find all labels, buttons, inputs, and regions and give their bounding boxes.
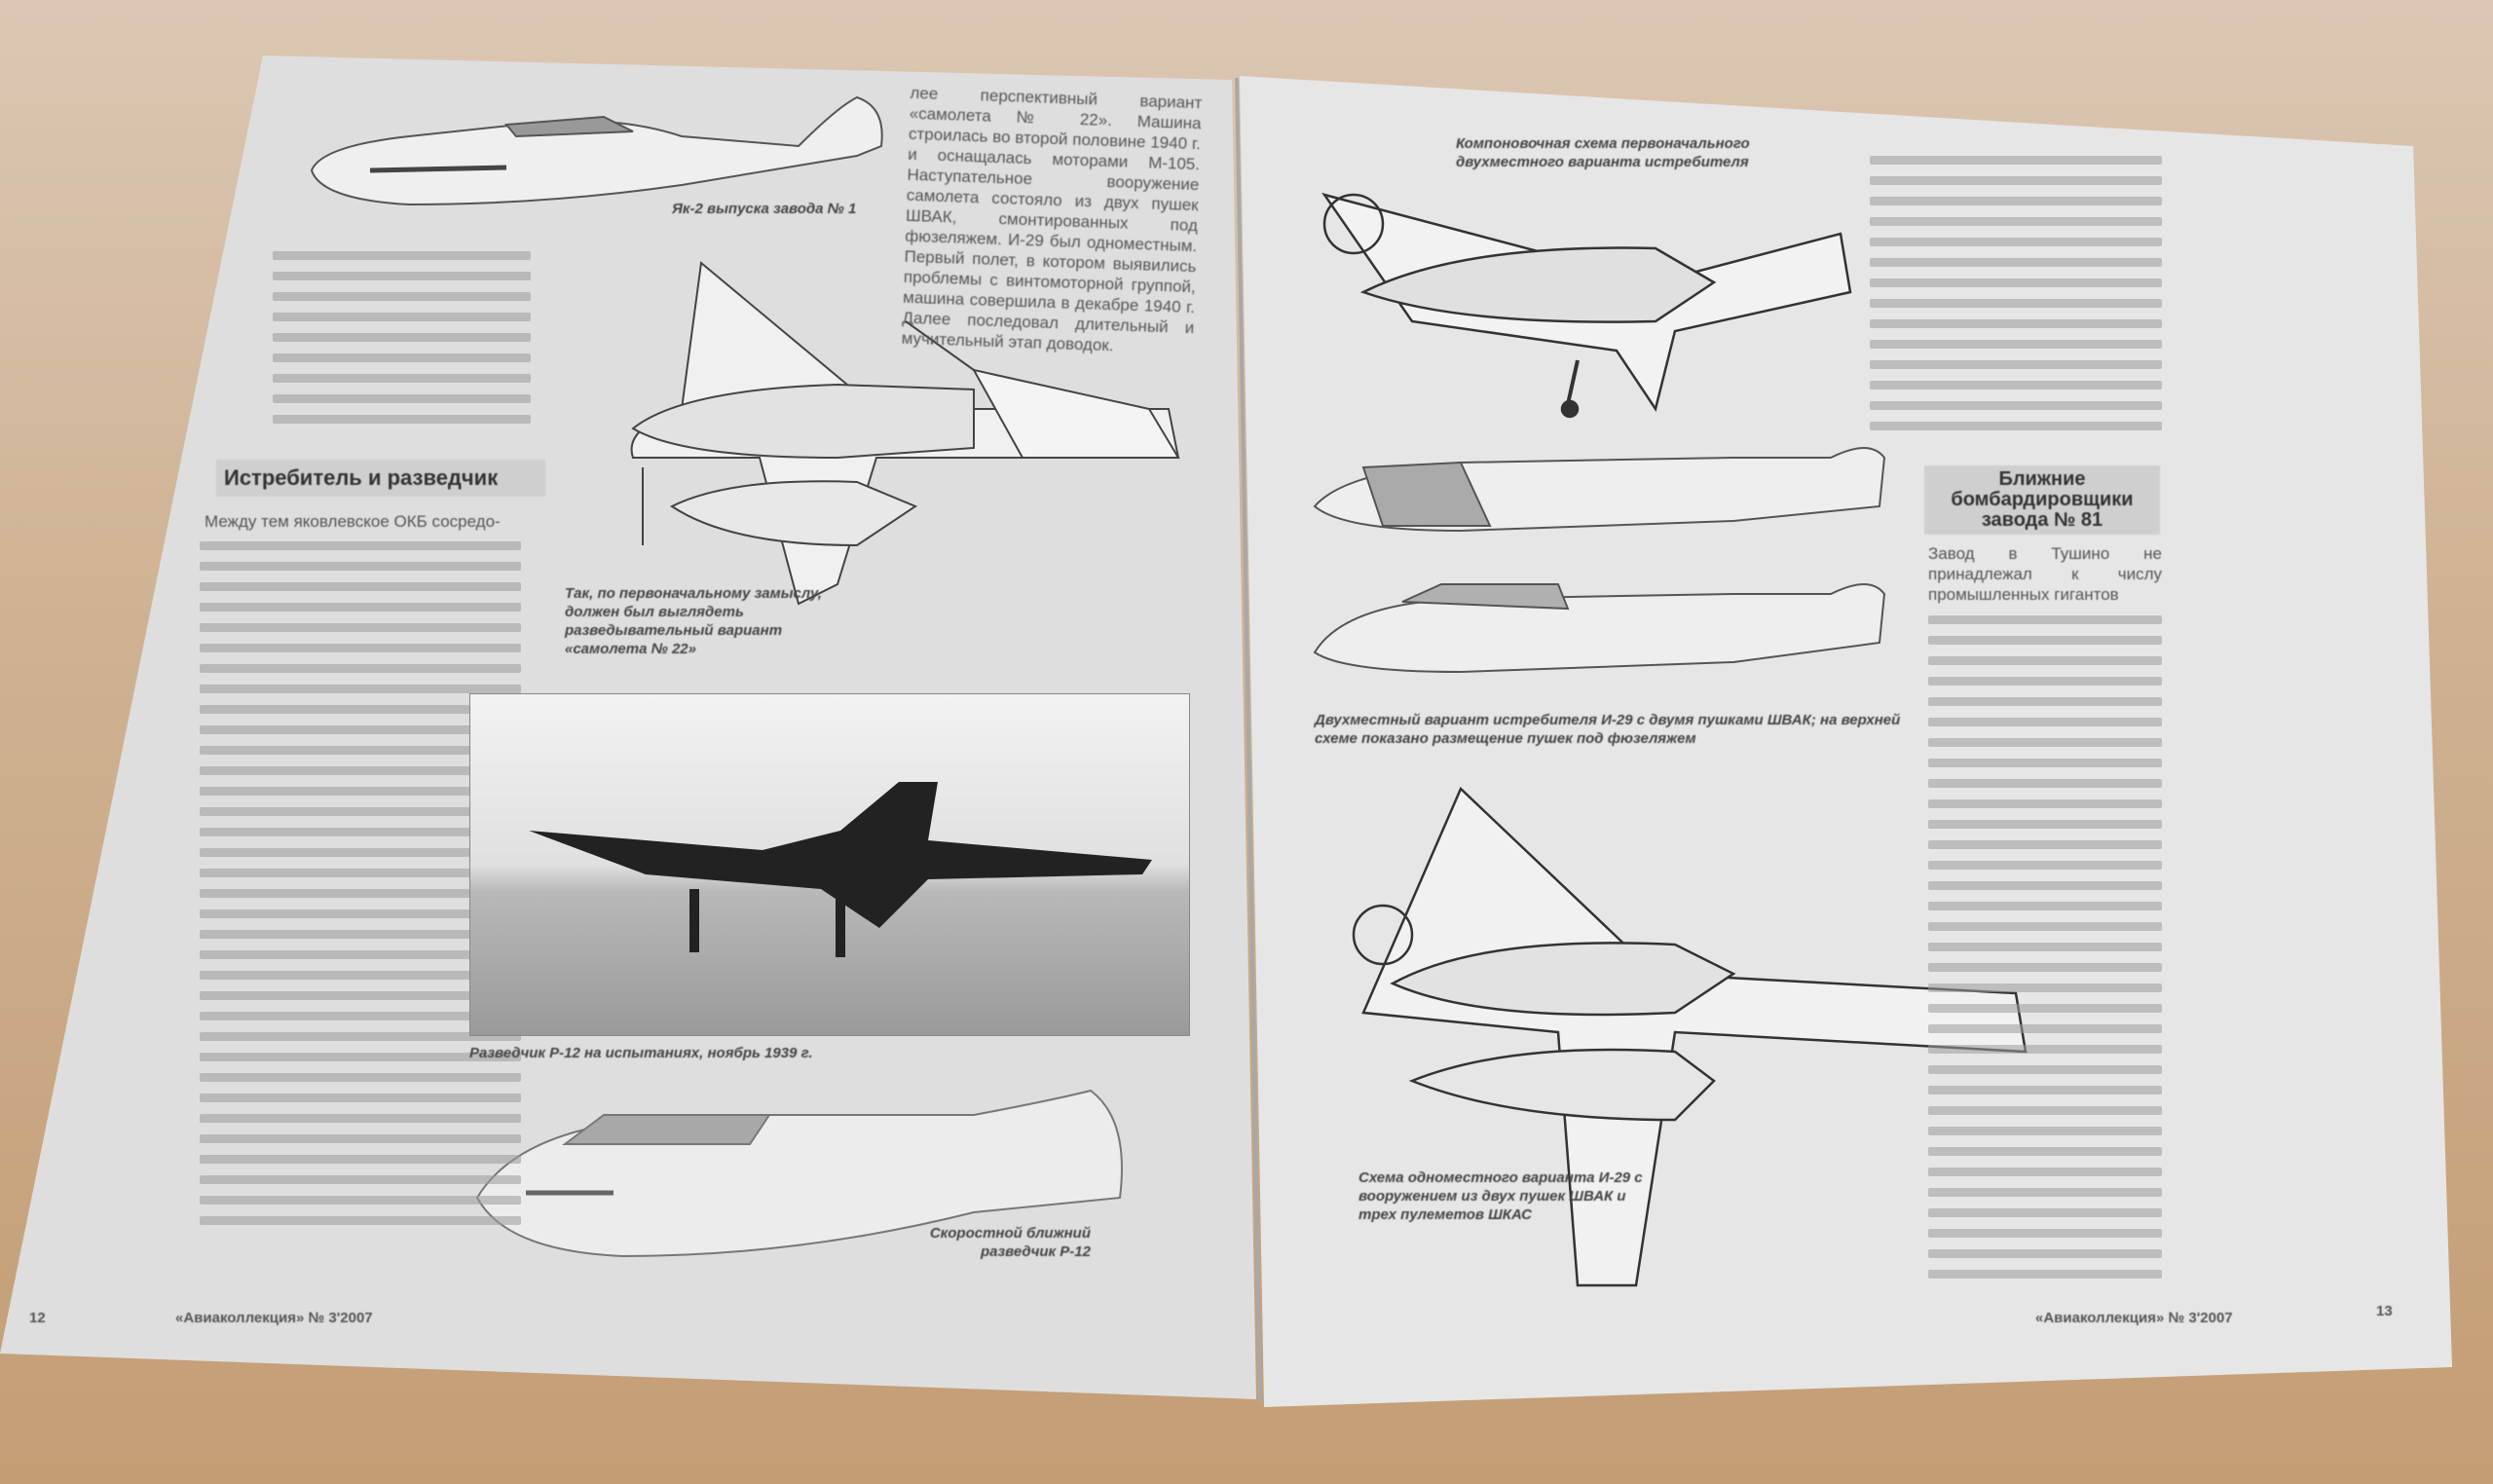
i29-side-views xyxy=(1313,447,1886,674)
recon-variant-cutaway-drawing xyxy=(630,261,1180,606)
section-heading-fighter-recon: Истребитель и разведчик xyxy=(216,460,545,497)
photo-caption: Разведчик Р-12 на испытаниях, ноябрь 193… xyxy=(469,1045,813,1061)
left-column-first-line: Между тем яковлевское ОКБ сосредо- xyxy=(205,512,501,531)
recon-variant-caption: Так, по первоначальному замыслу, должен … xyxy=(565,585,822,657)
left-column-body-lines xyxy=(200,541,521,1237)
side-views-caption: Двухместный вариант истребителя И-29 с д… xyxy=(1315,712,1901,747)
left-column-text-block xyxy=(273,251,531,435)
right-footer-title: «Авиаколлекция» № 3'2007 xyxy=(2035,1310,2233,1326)
layout-scheme-caption: Компоновочная схема первоначального двух… xyxy=(1456,135,1750,170)
yak2-side-drawing xyxy=(310,95,883,206)
single-seat-caption: Схема одноместного варианта И-29 с воору… xyxy=(1358,1169,1643,1223)
single-seat-i29-drawing xyxy=(1352,786,2028,1287)
yak2-caption: Як-2 выпуска завода № 1 xyxy=(672,201,857,217)
right-column-first-line: Завод в Тушино не принадлежал к числу пр… xyxy=(1928,544,2162,604)
right-page-number: 13 xyxy=(2376,1303,2393,1319)
top-paragraph: лее перспективный вариант «самолета № 22… xyxy=(901,83,1203,355)
r12-caption: Скоростной ближний разведчик Р-12 xyxy=(929,1225,1091,1260)
left-page-number: 12 xyxy=(29,1310,46,1326)
left-footer-title: «Авиаколлекция» № 3'2007 xyxy=(175,1310,373,1326)
right-column-text-block xyxy=(1870,156,2162,442)
r12-side-drawing xyxy=(475,1089,1123,1258)
two-seat-layout-drawing xyxy=(1321,192,1852,419)
r12-photo xyxy=(469,693,1190,1036)
aircraft-photo-silhouette xyxy=(529,782,1152,957)
section-heading-bombers: Ближние бомбардировщики завода № 81 xyxy=(1924,465,2160,535)
right-column-body-lines xyxy=(1928,615,2162,1290)
spine-gutter xyxy=(1235,77,1262,1403)
